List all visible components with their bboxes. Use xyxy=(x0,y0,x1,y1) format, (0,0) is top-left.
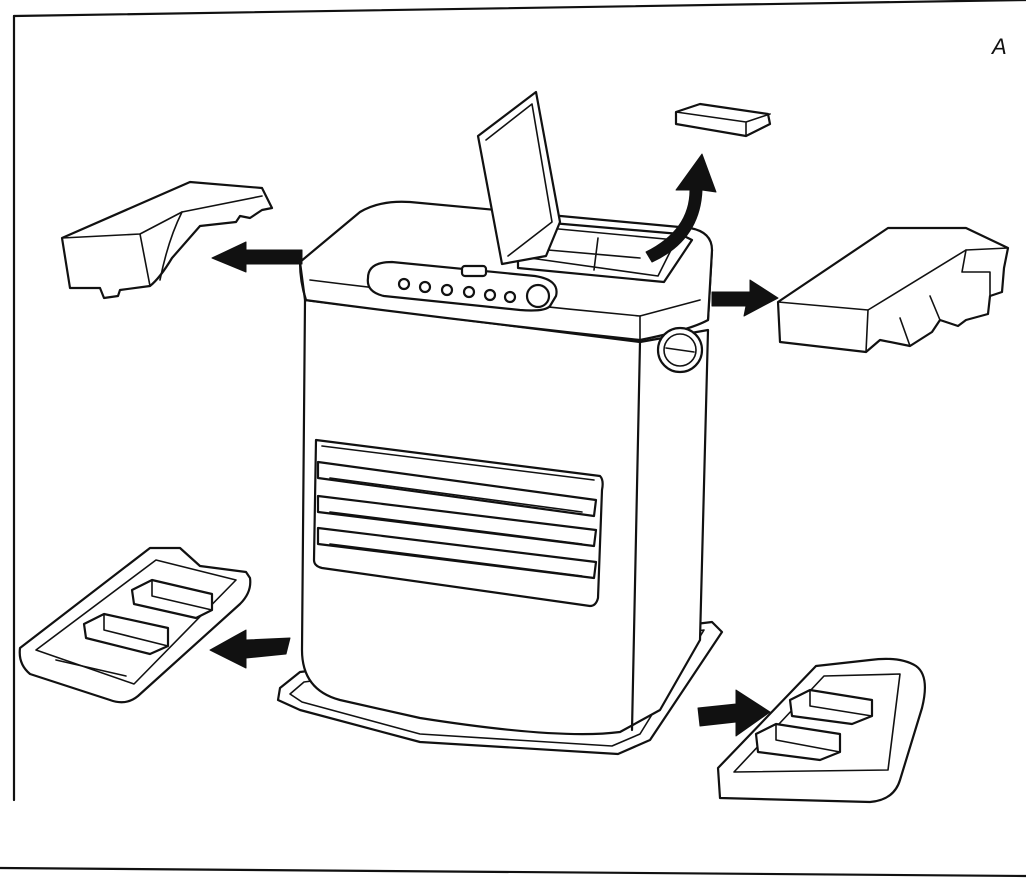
top-right-packing-block xyxy=(778,228,1008,352)
arrow-left-bottom xyxy=(210,630,290,668)
arrow-right-bottom xyxy=(698,690,770,736)
bottom-left-packing-tray xyxy=(20,548,251,702)
small-packing-piece xyxy=(676,104,770,136)
bottom-right-packing-tray xyxy=(718,659,925,802)
arrow-left-top xyxy=(212,242,302,272)
heater-body xyxy=(278,202,722,754)
fuel-lid xyxy=(478,92,560,264)
top-left-packing-block xyxy=(62,182,272,298)
arrow-right-top xyxy=(712,280,778,316)
arrow-up-curved xyxy=(646,154,716,262)
figure-label: A xyxy=(992,34,1007,59)
